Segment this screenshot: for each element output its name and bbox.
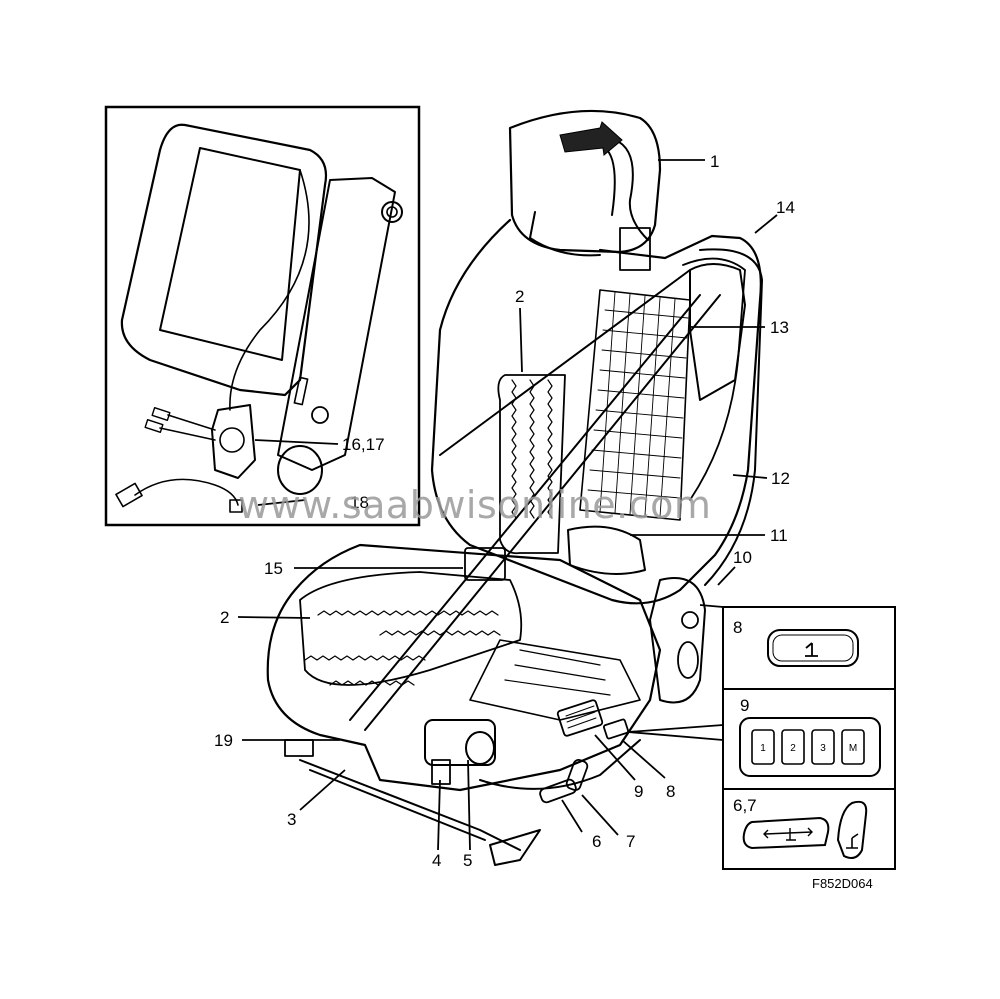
callout-11: 11 — [770, 526, 788, 545]
callout-15: 15 — [264, 559, 283, 578]
backrest-frame-lattice — [579, 289, 691, 521]
seat-heating-element — [299, 571, 523, 686]
memory-button-2 — [781, 729, 805, 765]
heated-seat-switch-detail — [767, 629, 859, 667]
panel-label-9: 9 — [740, 696, 749, 715]
seat-heater-icon — [805, 642, 818, 657]
callout-2-backrest: 2 — [515, 287, 524, 306]
memory-button-3 — [811, 729, 835, 765]
seat-adjust-arrows-icon — [763, 827, 813, 841]
callout-7: 7 — [626, 832, 635, 851]
leader-lines — [237, 159, 778, 851]
memory-button-2-label: 2 — [790, 743, 796, 754]
figure-code: F852D064 — [812, 876, 873, 891]
callout-1: 1 — [710, 152, 719, 171]
callout-16-17: 16,17 — [342, 435, 385, 454]
memory-buttons: 1 2 3 M — [751, 729, 865, 765]
seat-illustration — [266, 109, 763, 866]
backrest-icon — [846, 833, 859, 849]
backrest — [430, 218, 762, 605]
headrest — [508, 109, 662, 254]
switch-detail-panel: 8 9 1 2 3 M 6,7 — [627, 604, 896, 870]
callout-10: 10 — [733, 548, 752, 567]
callout-6: 6 — [592, 832, 601, 851]
callout-9: 9 — [634, 782, 643, 801]
memory-button-1-label: 1 — [760, 743, 766, 754]
memory-button-1 — [751, 729, 775, 765]
backrest-adjust-switch-detail — [836, 800, 868, 859]
callout-8: 8 — [666, 782, 675, 801]
panel-label-8: 8 — [733, 618, 742, 637]
callout-13: 13 — [770, 318, 789, 337]
callout-3: 3 — [287, 810, 296, 829]
memory-button-3-label: 3 — [820, 743, 826, 754]
seat-cushion — [266, 543, 662, 792]
callout-2-seat: 2 — [220, 608, 229, 627]
callout-14: 14 — [776, 198, 795, 217]
panel-label-67: 6,7 — [733, 796, 757, 815]
backrest-heating-element — [497, 374, 566, 555]
callout-12: 12 — [771, 469, 790, 488]
inset-backrest-frame-panel — [104, 105, 421, 527]
watermark: www.saabwisonline.com — [238, 483, 711, 527]
memory-button-m — [841, 729, 865, 765]
callout-18: 18 — [350, 493, 369, 512]
callout-19: 19 — [214, 731, 233, 750]
callout-labels: 1 14 2 13 16,17 12 18 11 10 15 2 19 3 4 … — [214, 152, 795, 870]
callout-5: 5 — [463, 851, 472, 870]
callout-4: 4 — [432, 851, 441, 870]
memory-button-m-label: M — [849, 743, 857, 754]
